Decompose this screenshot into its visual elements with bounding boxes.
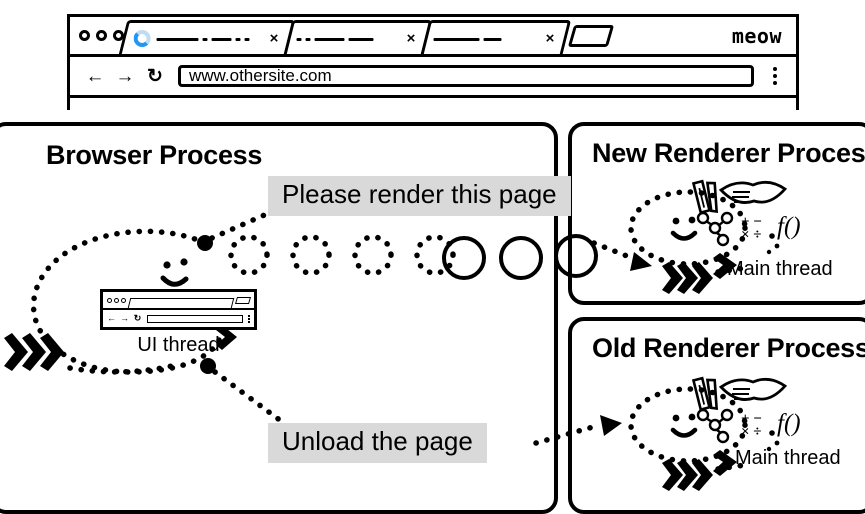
ui-thread-label: UI thread xyxy=(137,334,220,356)
mini-tabstrip xyxy=(103,292,254,310)
mini-toolbar: ← → ↻ xyxy=(103,310,254,327)
mini-window-dots-icon xyxy=(107,297,126,303)
browser-tab-third[interactable]: × xyxy=(420,20,572,54)
tab-close-icon[interactable]: × xyxy=(406,30,416,47)
tab-title-placeholder xyxy=(428,37,546,41)
panel-old-renderer-process: Old Renderer Process xyxy=(568,317,865,514)
reload-icon[interactable]: ↻ xyxy=(147,65,163,87)
browser-window-mock: × × × meow ← → ↻ www.othersite.com xyxy=(67,14,799,110)
brand-label: meow xyxy=(731,23,782,48)
new-renderer-main-thread-label: Main thread xyxy=(727,258,833,280)
page-title: Browser Process xyxy=(46,140,263,170)
mini-back-icon: ← xyxy=(107,313,116,323)
window-control-dots xyxy=(79,30,124,41)
mini-reload-icon: ↻ xyxy=(133,313,142,323)
ui-thread-group: ← → ↻ UI thread xyxy=(100,289,257,357)
browser-tabstrip: × × × meow xyxy=(70,17,796,57)
mini-forward-icon: → xyxy=(120,313,129,323)
new-renderer-title: New Renderer Process xyxy=(592,138,865,168)
window-dot-icon xyxy=(96,30,107,41)
new-tab-button[interactable] xyxy=(567,24,615,47)
forward-icon[interactable]: → xyxy=(115,65,135,87)
browser-toolbar: ← → ↻ www.othersite.com xyxy=(70,57,796,98)
tab-title-placeholder xyxy=(291,37,407,41)
back-icon[interactable]: ← xyxy=(85,65,105,87)
mini-address-bar-icon xyxy=(147,314,243,323)
browser-menu-icon[interactable] xyxy=(764,67,786,85)
browser-tab-second[interactable]: × xyxy=(283,20,433,54)
tab-title-placeholder xyxy=(151,37,270,41)
unload-request-label: Unload the page xyxy=(268,423,487,463)
old-renderer-main-thread-label: Main thread xyxy=(735,447,841,469)
mini-menu-icon xyxy=(248,314,250,323)
old-renderer-title: Old Renderer Process xyxy=(592,333,865,363)
address-bar[interactable]: www.othersite.com xyxy=(178,65,754,87)
mini-new-tab-icon xyxy=(234,296,252,304)
browser-tab-loading[interactable]: × xyxy=(118,20,296,54)
mini-tab-icon xyxy=(127,298,235,308)
loading-spinner-icon xyxy=(133,30,151,47)
window-dot-icon xyxy=(79,30,90,41)
tab-close-icon[interactable]: × xyxy=(269,30,279,47)
render-request-label: Please render this page xyxy=(268,176,571,216)
tab-close-icon[interactable]: × xyxy=(545,30,555,47)
ui-thread-browser-icon: ← → ↻ xyxy=(100,289,257,330)
